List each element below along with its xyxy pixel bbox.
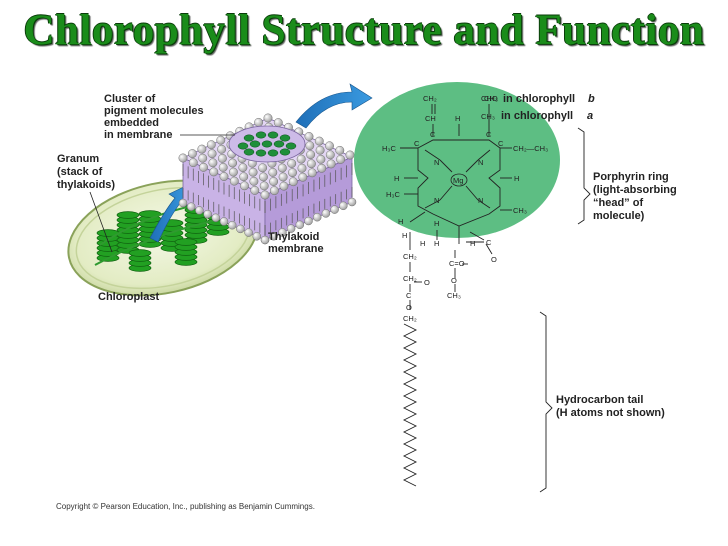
cho-letter: b (588, 93, 595, 105)
cho-text: in chlorophyll (503, 93, 575, 105)
slide-title: Chlorophyll Structure and Function (23, 7, 705, 54)
tail-label-line1: Hydrocarbon tail (556, 394, 643, 406)
hydrocarbon-tail-label: Hydrocarbon tail (H atoms not shown) (556, 394, 665, 419)
cluster-label-line4: in membrane (104, 129, 172, 141)
cho-prefix: CHO (481, 94, 498, 103)
porphyrin-label-line3: “head” of (593, 197, 643, 209)
thylakoid-label-line2: membrane (268, 243, 324, 255)
atom-o-c: O (451, 276, 457, 285)
thylakoid-label: Thylakoid membrane (268, 231, 324, 255)
atom-h-c: H (434, 239, 439, 248)
atom-h-d: H (402, 231, 407, 240)
atom-h3c-left2: H₃C (386, 190, 400, 199)
ch3-text: in chlorophyll (501, 110, 573, 122)
granum-label-line2: (stack of (57, 166, 103, 178)
tail-label-line2: (H atoms not shown) (556, 407, 665, 419)
atom-c4: C (498, 139, 504, 148)
atom-h3c-left: H₃C (382, 144, 396, 153)
atom-h-left: H (394, 174, 399, 183)
porphyrin-ring-region (354, 82, 560, 238)
atom-c3: C (486, 130, 492, 139)
thylakoid-label-line1: Thylakoid (268, 231, 319, 243)
copyright-notice: Copyright © Pearson Education, Inc., pub… (56, 502, 315, 511)
atom-ch: CH (425, 114, 436, 123)
porphyrin-label-line2: (light-absorbing (593, 184, 677, 196)
pigment-cluster (237, 131, 297, 157)
porphyrin-label-line1: Porphyrin ring (593, 171, 669, 183)
atom-ch3-d: CH₃ (447, 291, 461, 300)
granum-label-line1: Granum (57, 153, 99, 165)
zoom-arrow-2 (295, 83, 373, 129)
cluster-label: Cluster of pigment molecules embedded in… (104, 93, 235, 141)
atom-o-a: O (424, 278, 430, 287)
ch3-prefix: CH₃ (481, 112, 495, 121)
atom-n1: N (434, 158, 439, 167)
chlorophyll-variant-labels: CHO in chlorophyll b CH₃ in chlorophyll … (481, 93, 595, 122)
atom-ch2-top: CH₂ (423, 94, 437, 103)
chloroplast-label: Chloroplast (98, 291, 159, 303)
atom-ch2-c: CH₂ (403, 314, 417, 323)
atom-h-top: H (455, 114, 460, 123)
cluster-label-line2: pigment molecules (104, 105, 204, 117)
granum-label: Granum (stack of thylakoids) (57, 153, 115, 253)
atom-n3: N (434, 196, 439, 205)
porphyrin-label: Porphyrin ring (light-absorbing “head” o… (593, 171, 677, 222)
atom-c1: C (414, 139, 420, 148)
atom-o-b: O (406, 303, 412, 312)
chlorophyll-atoms: CH₂ CH H CH₃ H₃C C C C C CH₂—CH₃ N N N N… (382, 94, 548, 323)
atom-h-a: H (398, 217, 403, 226)
atom-ch2-a: CH₂ (403, 252, 417, 261)
cluster-label-line3: embedded (104, 117, 159, 129)
thylakoid-membrane-illustration (178, 113, 357, 245)
atom-h-b: H (434, 219, 439, 228)
atom-o-e: O (491, 255, 497, 264)
granum-label-line3: thylakoids) (57, 179, 115, 191)
atom-ch3-right: CH₃ (513, 206, 527, 215)
porphyrin-label-line4: molecule) (593, 210, 645, 222)
atom-h-f: H (470, 239, 475, 248)
atom-ch2ch3: CH₂—CH₃ (513, 144, 548, 153)
chlorophyll-bonds (400, 104, 591, 493)
atom-c2: C (430, 130, 436, 139)
cluster-label-line1: Cluster of (104, 93, 156, 105)
atom-mg: Mg (453, 176, 463, 185)
atom-n2: N (478, 158, 483, 167)
atom-h-right: H (514, 174, 519, 183)
atom-c-eq-o: C=O (449, 259, 465, 268)
atom-c-e: C (486, 238, 492, 247)
atom-h-e: H (420, 239, 425, 248)
atom-n4: N (478, 196, 483, 205)
atom-ch2-b: CH₂ (403, 274, 417, 283)
atom-ch3-top: CH₃ (484, 94, 498, 103)
atom-c-o-a: C (406, 291, 412, 300)
ch3-letter: a (587, 110, 593, 122)
